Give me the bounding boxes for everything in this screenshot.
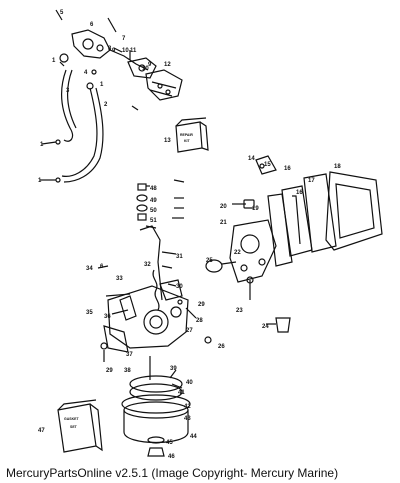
part-label[interactable]: 11: [130, 48, 137, 54]
part-label[interactable]: 8: [108, 46, 112, 52]
part-label[interactable]: 32: [144, 262, 151, 268]
part-label[interactable]: 41: [178, 390, 185, 396]
part-label[interactable]: 27: [186, 328, 193, 334]
part-label[interactable]: 9: [148, 62, 152, 68]
part-label[interactable]: 6: [100, 264, 104, 270]
part-label[interactable]: 7: [122, 36, 126, 42]
part-label[interactable]: 50: [150, 208, 157, 214]
part-label[interactable]: 1: [52, 58, 56, 64]
part-label[interactable]: 49: [150, 198, 157, 204]
part-label[interactable]: 38: [124, 368, 131, 374]
part-label[interactable]: 13: [164, 138, 171, 144]
part-label[interactable]: 39: [170, 366, 177, 372]
part-label[interactable]: 5: [60, 10, 64, 16]
part-label[interactable]: 16: [296, 190, 303, 196]
part-label[interactable]: 21: [220, 220, 227, 226]
fuel-hose: [61, 69, 104, 183]
float-bowl-icon: [121, 356, 191, 457]
repair-kit-label-bottom: KIT: [184, 139, 191, 143]
kit-box-labels: REPAIR KIT GASKET SET: [64, 133, 193, 429]
part-label[interactable]: 16: [284, 166, 291, 172]
part-label[interactable]: 29: [198, 302, 205, 308]
part-label[interactable]: 25: [206, 258, 213, 264]
gasket-set-box: [57, 399, 103, 453]
part-label[interactable]: 29: [106, 368, 113, 374]
carburetor-icon: [103, 225, 189, 353]
part-label[interactable]: 1: [100, 82, 104, 88]
part-label[interactable]: 30: [176, 284, 183, 290]
part-label[interactable]: 47: [38, 428, 45, 434]
part-label[interactable]: 14: [248, 156, 255, 162]
part-label[interactable]: 10: [142, 66, 149, 72]
image-caption: MercuryPartsOnline v2.5.1 (Image Copyrig…: [6, 466, 339, 480]
part-label[interactable]: 20: [220, 204, 227, 210]
part-label[interactable]: 46: [168, 454, 175, 460]
part-label[interactable]: 4: [84, 70, 88, 76]
part-label[interactable]: 44: [190, 434, 197, 440]
part-label[interactable]: 33: [116, 276, 123, 282]
part-labels: 5 6 7 8 9 10 11 9 10 12 1 4 1 3 2 1 1 13…: [38, 10, 341, 460]
part-label[interactable]: 3: [66, 88, 70, 94]
part-label[interactable]: 35: [86, 310, 93, 316]
part-label[interactable]: 37: [126, 352, 133, 358]
part-label[interactable]: 42: [184, 404, 191, 410]
part-label[interactable]: 1: [40, 142, 44, 148]
part-label[interactable]: 31: [176, 254, 183, 260]
part-label[interactable]: 10: [122, 48, 129, 54]
part-label[interactable]: 6: [90, 22, 94, 28]
gasket-set-label-bottom: SET: [70, 425, 78, 429]
part-label[interactable]: 45: [166, 440, 173, 446]
part-label[interactable]: 1: [38, 178, 42, 184]
part-label[interactable]: 18: [334, 164, 341, 170]
part-label[interactable]: 9: [112, 48, 116, 54]
part-label[interactable]: 12: [164, 62, 171, 68]
part-label[interactable]: 40: [186, 380, 193, 386]
part-label[interactable]: 26: [218, 344, 225, 350]
part-label[interactable]: 2: [104, 102, 108, 108]
part-label[interactable]: 22: [234, 250, 241, 256]
part-label[interactable]: 48: [150, 186, 157, 192]
repair-kit-box: [175, 117, 209, 153]
part-label[interactable]: 17: [308, 178, 315, 184]
part-label[interactable]: 19: [252, 206, 259, 212]
parts-diagram: 5 6 7 8 9 10 11 9 10 12 1 4 1 3 2 1 1 13…: [38, 9, 383, 460]
part-label[interactable]: 51: [150, 218, 157, 224]
reed-plate-icon: [255, 155, 383, 267]
part-label[interactable]: 15: [264, 162, 271, 168]
part-label[interactable]: 23: [236, 308, 243, 314]
part-label[interactable]: 34: [86, 266, 93, 272]
part-label[interactable]: 28: [196, 318, 203, 324]
part-label[interactable]: 24: [262, 324, 269, 330]
gasket-set-label-top: GASKET: [64, 417, 79, 421]
repair-kit-label-top: REPAIR: [180, 133, 193, 137]
part-label[interactable]: 43: [184, 416, 191, 422]
part-label[interactable]: 36: [104, 314, 111, 320]
